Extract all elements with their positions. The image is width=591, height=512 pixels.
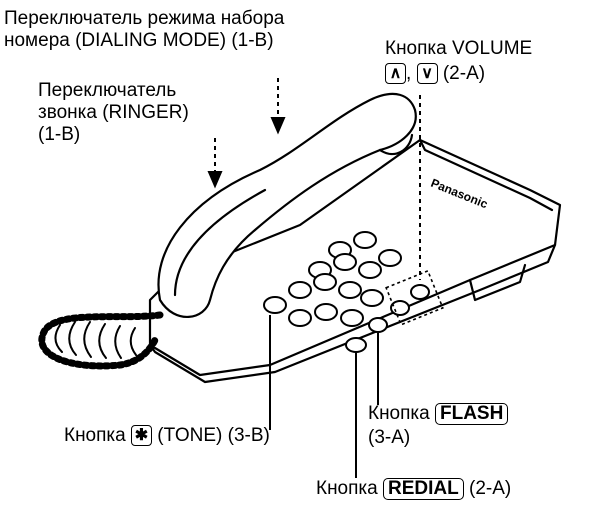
ringer-line2: звонка (RINGER) xyxy=(38,102,189,123)
tone-suffix: (TONE) (3-B) xyxy=(157,425,270,446)
tone-prefix: Кнопка xyxy=(64,425,126,446)
ringer-line3: (1-B) xyxy=(38,124,81,145)
redial-key: REDIAL xyxy=(383,478,464,500)
ringer-line1: Переключатель xyxy=(38,80,177,101)
coiled-cord xyxy=(38,311,164,370)
flash-prefix: Кнопка xyxy=(368,403,430,424)
volume-down-icon: ∨ xyxy=(416,63,438,85)
flash-key: FLASH xyxy=(435,403,509,425)
volume-label: Кнопка VOLUME ∧, ∨ (2-A) xyxy=(385,38,532,85)
volume-separator: , xyxy=(406,63,412,84)
dialing-mode-label: Переключатель режима набора номера (DIAL… xyxy=(4,8,284,52)
dialing-mode-line1: Переключатель режима набора xyxy=(4,8,285,29)
handset xyxy=(157,92,417,318)
tone-star-icon: ✱ xyxy=(131,425,152,447)
flash-ref: (3-A) xyxy=(368,427,411,448)
flash-label: Кнопка FLASH (3-A) xyxy=(368,403,509,449)
redial-prefix: Кнопка xyxy=(316,478,378,499)
volume-up-icon: ∧ xyxy=(385,63,406,85)
volume-ref: (2-A) xyxy=(442,63,486,84)
volume-keys: ∧, ∨ (2-A) xyxy=(385,63,532,85)
ringer-label: Переключатель звонка (RINGER) (1-B) xyxy=(38,80,189,146)
redial-label: Кнопка REDIAL (2-A) xyxy=(316,478,511,500)
redial-ref: (2-A) xyxy=(469,478,512,499)
tone-label: Кнопка ✱ (TONE) (3-B) xyxy=(64,425,270,447)
volume-title: Кнопка VOLUME xyxy=(385,38,533,59)
dialing-mode-line2: номера (DIALING MODE) (1-B) xyxy=(4,30,274,51)
